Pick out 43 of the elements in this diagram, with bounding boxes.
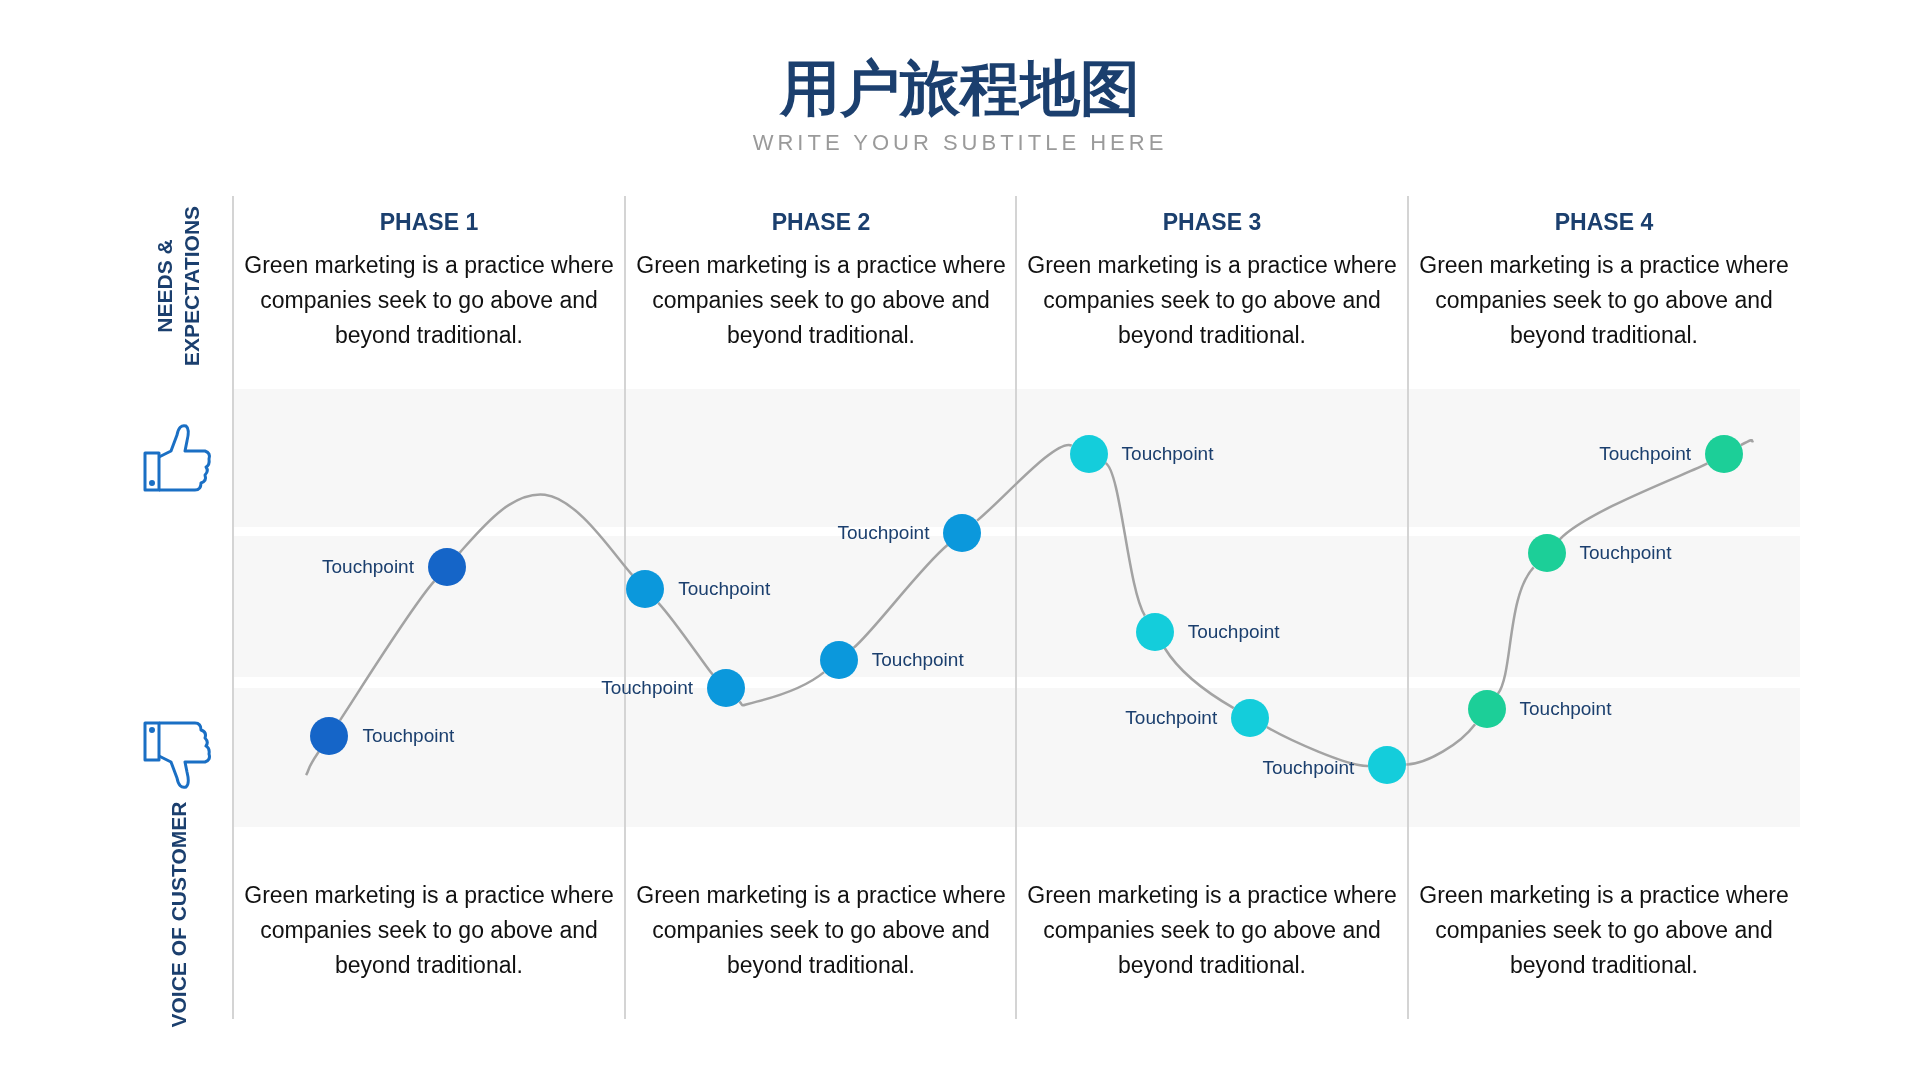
row-heading: VOICE OF CUSTOMER bbox=[165, 800, 191, 1030]
phase-text: Green marketing is a practice where companies seek to go above and beyond traditional. bbox=[635, 251, 1007, 350]
journey-curve bbox=[1558, 462, 1708, 541]
customer-text: Green marketing is a practice where companies seek to go above and beyond traditional. bbox=[243, 881, 615, 980]
touchpoint-label: Touchpoint bbox=[362, 724, 455, 747]
journey-curve bbox=[305, 751, 320, 776]
touchpoint-label: Touchpoint bbox=[1579, 542, 1672, 565]
customer-text: Green marketing is a practice where companies seek to go above and beyond traditional. bbox=[1026, 881, 1398, 980]
touchpoint-label: Touchpoint bbox=[1125, 706, 1218, 729]
phase-heading: PHASE 4 bbox=[1553, 209, 1655, 236]
journey-curve bbox=[1163, 647, 1235, 710]
touchpoint-label: Touchpoint bbox=[1599, 443, 1692, 466]
customer-text: Green marketing is a practice where companies seek to go above and beyond traditional. bbox=[635, 881, 1007, 980]
journey-curve bbox=[738, 671, 825, 707]
journey-curve bbox=[976, 443, 1072, 522]
phase-text: Green marketing is a practice where companies seek to go above and beyond traditional. bbox=[243, 251, 615, 350]
subtitle: WRITE YOUR SUBTITLE HERE bbox=[751, 130, 1169, 156]
journey-curve bbox=[1496, 566, 1535, 695]
journey-curve bbox=[1740, 438, 1754, 447]
customer-text: Green marketing is a practice where companies seek to go above and beyond traditional. bbox=[1418, 881, 1790, 980]
touchpoint-label: Touchpoint bbox=[837, 521, 930, 544]
journey-curve bbox=[852, 543, 949, 649]
touchpoint-label: Touchpoint bbox=[1121, 443, 1214, 466]
journey-curve bbox=[1266, 725, 1369, 768]
phase-text: Green marketing is a practice where companies seek to go above and beyond traditional. bbox=[1026, 251, 1398, 350]
phase-heading: PHASE 2 bbox=[770, 209, 872, 236]
touchpoint-label: Touchpoint bbox=[678, 577, 771, 600]
phase-heading: PHASE 1 bbox=[378, 209, 480, 236]
journey-curve bbox=[1406, 723, 1477, 766]
touchpoint-label: Touchpoint bbox=[1519, 697, 1612, 720]
touchpoint-label: Touchpoint bbox=[871, 649, 964, 671]
touchpoint-label: Touchpoint bbox=[601, 677, 694, 700]
journey-curve bbox=[458, 493, 634, 576]
touchpoint-label: Touchpoint bbox=[1262, 757, 1355, 780]
journey-curve bbox=[1104, 462, 1146, 617]
row-heading: NEEDS & EXPECTATIONS bbox=[152, 204, 204, 369]
touchpoint-label: Touchpoint bbox=[322, 555, 414, 578]
journey-curve bbox=[657, 601, 714, 676]
title: 用户旅程地图 bbox=[778, 52, 1141, 124]
phase-heading: PHASE 3 bbox=[1161, 209, 1263, 236]
journey-curve bbox=[338, 580, 436, 721]
touchpoint-label: Touchpoint bbox=[1187, 620, 1280, 643]
phase-text: Green marketing is a practice where companies seek to go above and beyond traditional. bbox=[1418, 251, 1790, 350]
